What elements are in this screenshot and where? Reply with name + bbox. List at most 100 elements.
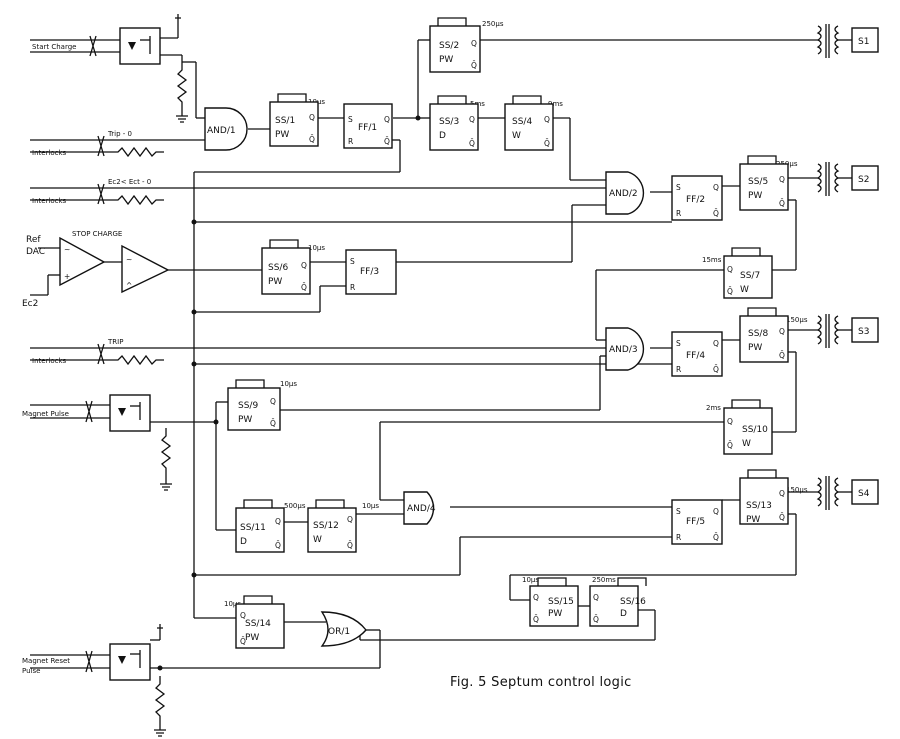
svg-text:Q̄: Q̄ — [275, 541, 281, 550]
svg-text:Q: Q — [713, 507, 719, 516]
svg-text:W: W — [742, 439, 751, 449]
svg-text:Q̄: Q̄ — [779, 199, 785, 208]
svg-text:PW: PW — [238, 415, 252, 425]
svg-text:Q: Q — [309, 113, 315, 122]
svg-text:Q: Q — [240, 611, 246, 620]
svg-text:AND/3: AND/3 — [609, 345, 638, 355]
ss10-block: 2ms SS/10 W Q Q̄ — [706, 399, 773, 455]
output-s2-label: S2 — [858, 175, 869, 185]
svg-text:FF/5: FF/5 — [686, 517, 705, 527]
ff2-block: FF/2 S R Q Q̄ — [671, 175, 723, 221]
svg-text:D: D — [439, 131, 446, 141]
svg-text:AND/4: AND/4 — [407, 504, 436, 514]
ss2-block: 250μs SS/2 PW Q Q̄ — [429, 17, 504, 73]
svg-text:FF/4: FF/4 — [686, 351, 705, 361]
svg-text:SS/12: SS/12 — [313, 521, 339, 531]
output-s2 — [851, 165, 879, 191]
svg-text:Q̄: Q̄ — [713, 533, 719, 542]
ss14-block: 10μs SS/14 PW Q Q̄ — [224, 595, 285, 649]
svg-text:S: S — [676, 183, 681, 192]
svg-text:Q̄: Q̄ — [309, 135, 315, 144]
svg-text:Q̄: Q̄ — [347, 541, 353, 550]
label-dac: DAC — [26, 247, 45, 257]
comparators: ~ + ~ ^ — [59, 236, 170, 294]
svg-text:R: R — [348, 137, 353, 146]
svg-text:Q̄: Q̄ — [240, 637, 246, 646]
svg-text:FF/2: FF/2 — [686, 195, 705, 205]
ff4-block: FF/4 S R Q Q̄ — [671, 331, 723, 377]
ss5-block: 250μs SS/5 PW Q Q̄ — [739, 155, 798, 211]
svg-text:Q̄: Q̄ — [727, 441, 733, 450]
svg-text:~: ~ — [126, 255, 132, 264]
svg-text:W: W — [313, 535, 322, 545]
svg-text:Q: Q — [347, 515, 353, 524]
svg-text:SS/2: SS/2 — [439, 41, 459, 51]
svg-text:PW: PW — [245, 633, 259, 643]
wiring — [30, 18, 852, 669]
output-s4-label: S4 — [858, 489, 870, 499]
label-trip-0: Trip - 0 — [107, 130, 132, 138]
svg-text:PW: PW — [439, 55, 453, 65]
figure-caption: Fig. 5 Septum control logic — [450, 675, 632, 690]
gates: AND/1 AND/2 AND/3 AND/4 OR/1 — [204, 107, 645, 647]
svg-text:Q: Q — [469, 115, 475, 124]
ss4-block: 9ms SS/4 W Q Q̄ — [504, 95, 563, 151]
svg-text:W: W — [740, 285, 749, 295]
svg-text:SS/4: SS/4 — [512, 117, 532, 127]
svg-text:SS/6: SS/6 — [268, 263, 288, 273]
and-gate-1 — [204, 107, 248, 151]
svg-text:Q̄: Q̄ — [713, 209, 719, 218]
svg-text:OR/1: OR/1 — [328, 627, 350, 637]
svg-text:Q: Q — [275, 517, 281, 526]
svg-text:W: W — [512, 131, 521, 141]
svg-text:FF/3: FF/3 — [360, 267, 379, 277]
svg-text:Q̄: Q̄ — [713, 365, 719, 374]
svg-text:150μs: 150μs — [786, 486, 808, 494]
svg-text:Q̄: Q̄ — [727, 287, 733, 296]
svg-text:250ms: 250ms — [592, 576, 616, 584]
svg-text:Q: Q — [779, 327, 785, 336]
junction-dots — [157, 115, 421, 671]
input-labels: Start Charge Trip - 0 Interlocks Ec2< Ec… — [22, 43, 151, 675]
svg-text:AND/1: AND/1 — [207, 126, 236, 136]
output-s3-label: S3 — [858, 327, 869, 337]
ss9-block: 10μs SS/9 PW Q Q̄ — [227, 379, 297, 431]
label-ref: Ref — [26, 235, 41, 245]
optocoupler-magnet-reset — [109, 643, 151, 681]
transformer-s1 — [816, 24, 840, 58]
svg-text:AND/2: AND/2 — [609, 189, 638, 199]
resistors — [110, 62, 188, 726]
svg-text:Q̄: Q̄ — [779, 351, 785, 360]
svg-text:15ms: 15ms — [702, 256, 722, 264]
transformer-s3 — [816, 314, 840, 348]
svg-text:D: D — [620, 609, 627, 619]
output-s1-label: S1 — [858, 37, 869, 47]
svg-text:S: S — [348, 115, 353, 124]
ss8-block: 150μs SS/8 PW Q Q̄ — [739, 307, 808, 363]
label-ec2-input: Ec2 — [22, 299, 38, 309]
svg-text:SS/8: SS/8 — [748, 329, 768, 339]
label-pulse: Pulse — [22, 667, 40, 675]
svg-text:Q: Q — [779, 489, 785, 498]
svg-text:R: R — [676, 365, 681, 374]
svg-text:9ms: 9ms — [548, 100, 563, 108]
optocoupler-magnet-pulse — [109, 394, 151, 432]
svg-text:PW: PW — [268, 277, 282, 287]
ss16-block: 250ms SS/16 D Q Q̄ — [589, 576, 647, 627]
svg-text:Q: Q — [779, 175, 785, 184]
opto-couplers — [109, 27, 161, 681]
svg-text:R: R — [350, 283, 355, 292]
svg-text:+: + — [64, 272, 70, 281]
svg-text:PW: PW — [548, 609, 562, 619]
svg-text:SS/16: SS/16 — [620, 597, 646, 607]
svg-text:SS/15: SS/15 — [548, 597, 574, 607]
output-s3 — [851, 317, 879, 343]
label-magnet-pulse: Magnet Pulse — [22, 410, 69, 418]
label-start-charge: Start Charge — [32, 43, 76, 51]
svg-text:S: S — [676, 507, 681, 516]
svg-text:Q: Q — [301, 261, 307, 270]
svg-text:SS/7: SS/7 — [740, 271, 760, 281]
svg-text:Q: Q — [544, 115, 550, 124]
svg-text:S: S — [350, 257, 355, 266]
